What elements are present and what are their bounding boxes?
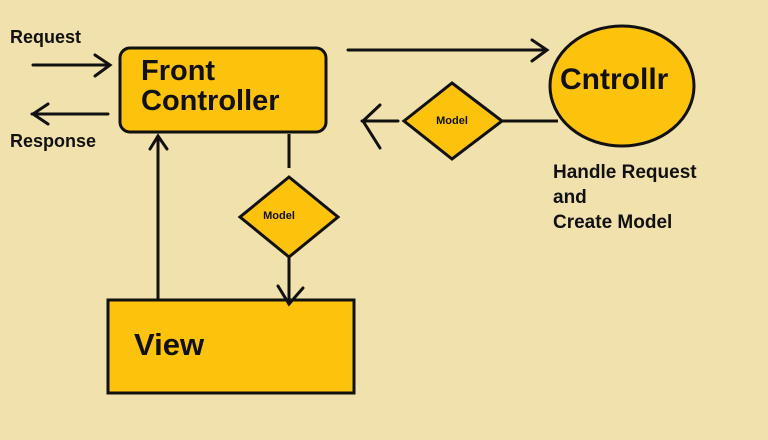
to-controller-arrow xyxy=(346,38,550,63)
request-arrow xyxy=(31,53,113,78)
model-to-front-arrow xyxy=(360,103,400,150)
controller-ellipse xyxy=(548,24,696,148)
request-label: Request xyxy=(10,27,82,47)
front-controller-title: Front Controller xyxy=(141,56,280,117)
response-arrow xyxy=(30,102,110,126)
model-diamond-top xyxy=(401,81,505,161)
view-box xyxy=(106,298,356,395)
model-middle-label: Model xyxy=(263,210,295,222)
controller-note: Handle Request and Create Model xyxy=(553,160,697,235)
controller-note-line2: and xyxy=(553,187,587,208)
front-controller-line1: Front xyxy=(141,55,216,87)
view-to-front-arrow xyxy=(148,133,169,300)
response-label: Response xyxy=(10,131,97,151)
controller-note-line3: Create Model xyxy=(553,212,673,233)
front-controller-line2: Controller xyxy=(141,85,280,118)
view-title: View xyxy=(134,327,205,362)
model-to-view-arrow xyxy=(276,256,305,307)
model-top-label: Model xyxy=(436,115,468,127)
controller-note-line1: Handle Request xyxy=(553,162,697,183)
front-controller-box xyxy=(118,46,328,134)
controller-title: Cntrollr xyxy=(560,63,669,96)
